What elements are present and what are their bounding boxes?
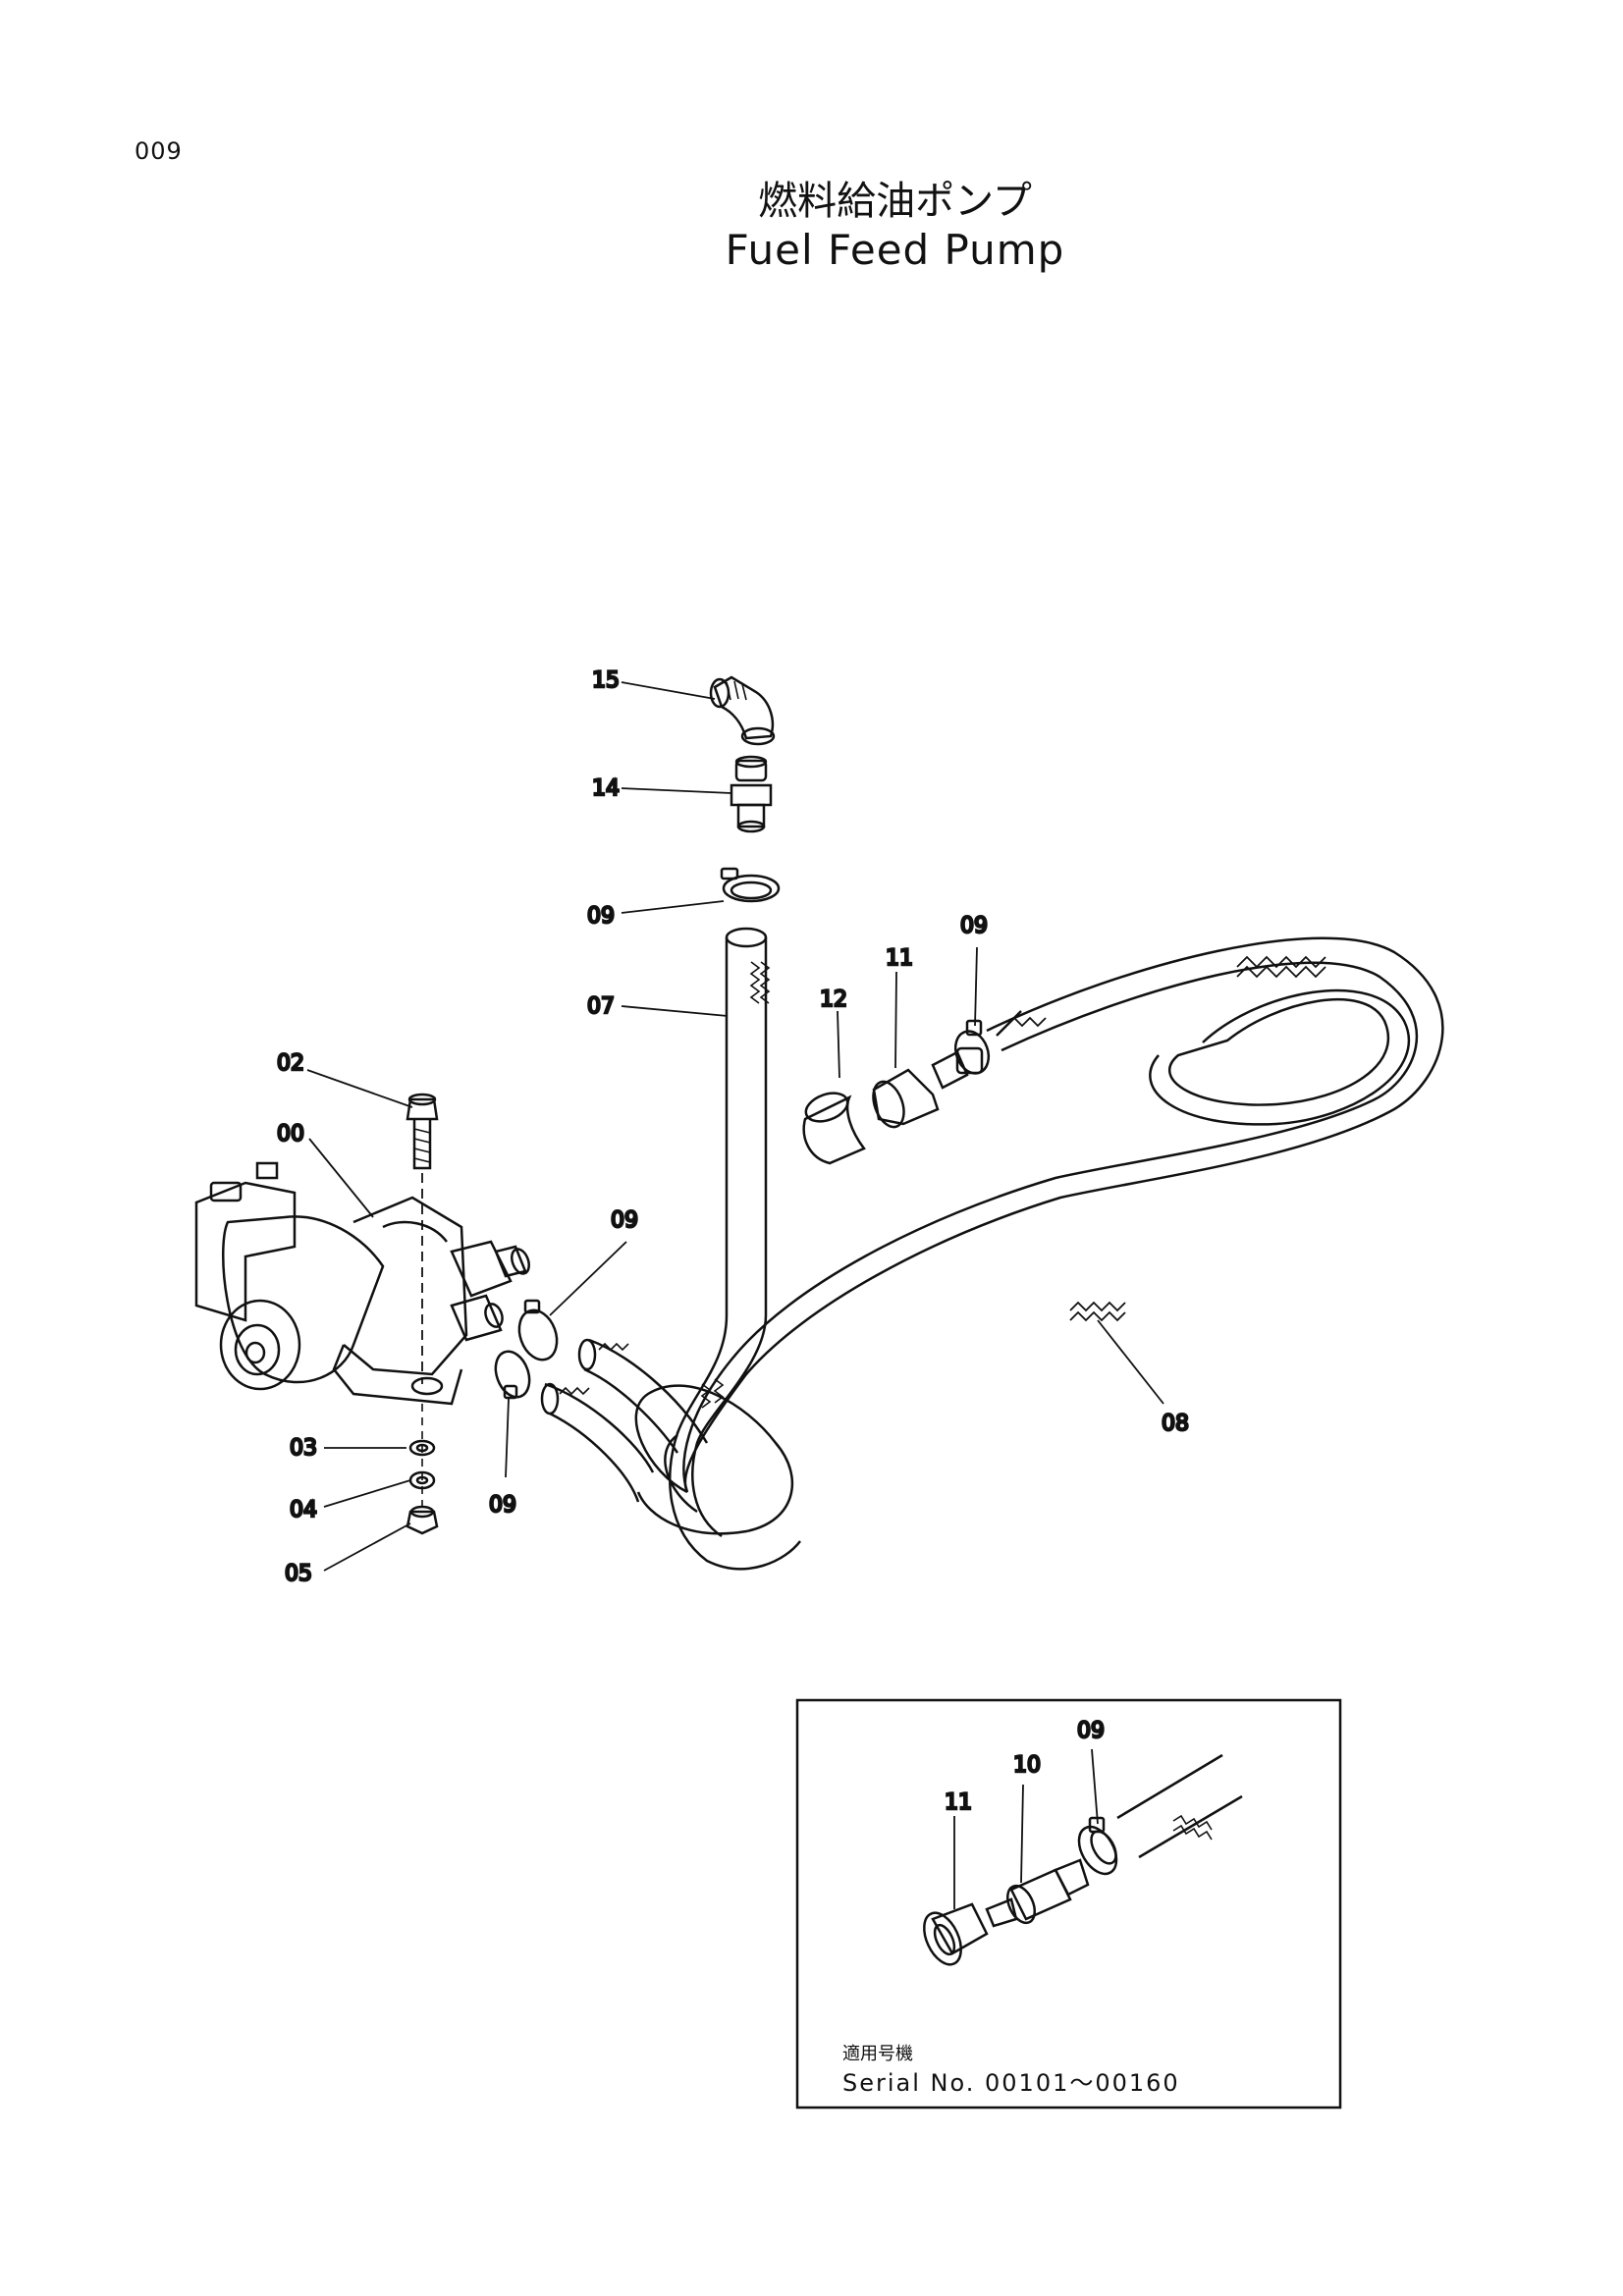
callout-11: 11 (886, 946, 913, 971)
inset-callout-11: 11 (945, 1790, 972, 1815)
fuel-pump-00 (194, 1161, 530, 1406)
hose-07 (669, 927, 801, 1571)
cap-12 (802, 1092, 866, 1165)
hose-clamp-09-top (720, 867, 781, 903)
callout-15: 15 (592, 668, 620, 693)
elbow-fitting-15 (709, 675, 776, 746)
hose-08 (634, 936, 1444, 1535)
coupler-11 (872, 1046, 984, 1129)
callout-14: 14 (592, 776, 620, 801)
callout-09-low: 09 (489, 1493, 516, 1518)
bolt-02 (406, 1093, 439, 1384)
hose-clamp-09-right (953, 1019, 991, 1075)
page-title-english: Fuel Feed Pump (725, 226, 1065, 274)
callout-09-top: 09 (587, 904, 615, 929)
hose-stubs (540, 1338, 709, 1503)
callout-12: 12 (820, 988, 847, 1012)
inset-box: 09 10 11 (795, 1698, 1342, 2109)
inset-applicable-note: 適用号機 (842, 2044, 913, 2064)
callout-05: 05 (285, 1562, 312, 1586)
callout-09-right: 09 (960, 914, 988, 938)
nipple-fitting-14 (730, 755, 773, 833)
leader-lines (306, 681, 1164, 1572)
nut-05 (406, 1505, 439, 1535)
callout-03: 03 (290, 1436, 317, 1461)
hose-clamp-09-mid (494, 1299, 559, 1400)
callout-08: 08 (1162, 1412, 1189, 1436)
callout-09-mid: 09 (611, 1208, 638, 1233)
page-title-japanese: 燃料給油ポンプ (758, 179, 1032, 224)
callout-02: 02 (277, 1051, 304, 1076)
callout-00: 00 (277, 1122, 304, 1147)
inset-callout-10: 10 (1013, 1753, 1041, 1778)
callout-07: 07 (587, 994, 615, 1019)
inset-callout-09: 09 (1077, 1719, 1105, 1743)
callout-04: 04 (290, 1498, 317, 1522)
inset-serial-range: Serial No. 00101〜00160 (842, 2069, 1180, 2097)
page-number: 009 (135, 137, 183, 165)
